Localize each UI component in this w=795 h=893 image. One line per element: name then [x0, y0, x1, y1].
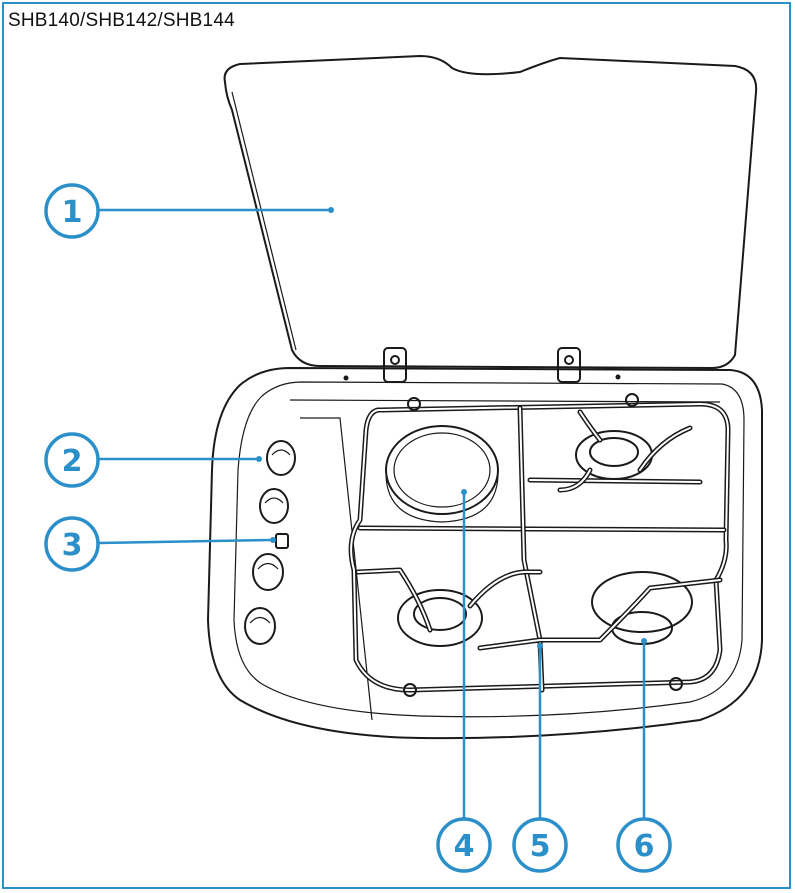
- model-title: SHB140/SHB142/SHB144: [8, 10, 235, 31]
- leader-line-3: [97, 538, 273, 545]
- svg-text:5: 5: [530, 829, 551, 864]
- control-knob-1[interactable]: [266, 440, 296, 476]
- pan-support: [348, 393, 731, 697]
- svg-text:2: 2: [62, 444, 83, 479]
- callout-6: 6: [616, 817, 672, 873]
- control-knob-2[interactable]: [259, 488, 289, 524]
- callout-1: 1: [44, 183, 100, 239]
- burner-bottom-left: [397, 589, 483, 647]
- hob-body: [207, 367, 763, 740]
- callout-5: 5: [512, 817, 568, 873]
- callout-2: 2: [44, 432, 100, 488]
- ignition-button[interactable]: [275, 533, 289, 549]
- svg-text:1: 1: [62, 195, 83, 230]
- callout-4: 4: [436, 817, 492, 873]
- svg-text:4: 4: [454, 829, 475, 864]
- svg-text:6: 6: [634, 829, 655, 864]
- callout-3: 3: [44, 516, 100, 572]
- burner-cover: [385, 425, 499, 523]
- svg-text:3: 3: [62, 528, 83, 563]
- lid-hinge-left: [383, 347, 407, 383]
- leader-lines: [97, 207, 647, 818]
- control-knob-3[interactable]: [252, 553, 284, 591]
- lid-hinge-right: [557, 347, 581, 383]
- glass-lid: [223, 55, 758, 369]
- control-knob-4[interactable]: [244, 607, 276, 645]
